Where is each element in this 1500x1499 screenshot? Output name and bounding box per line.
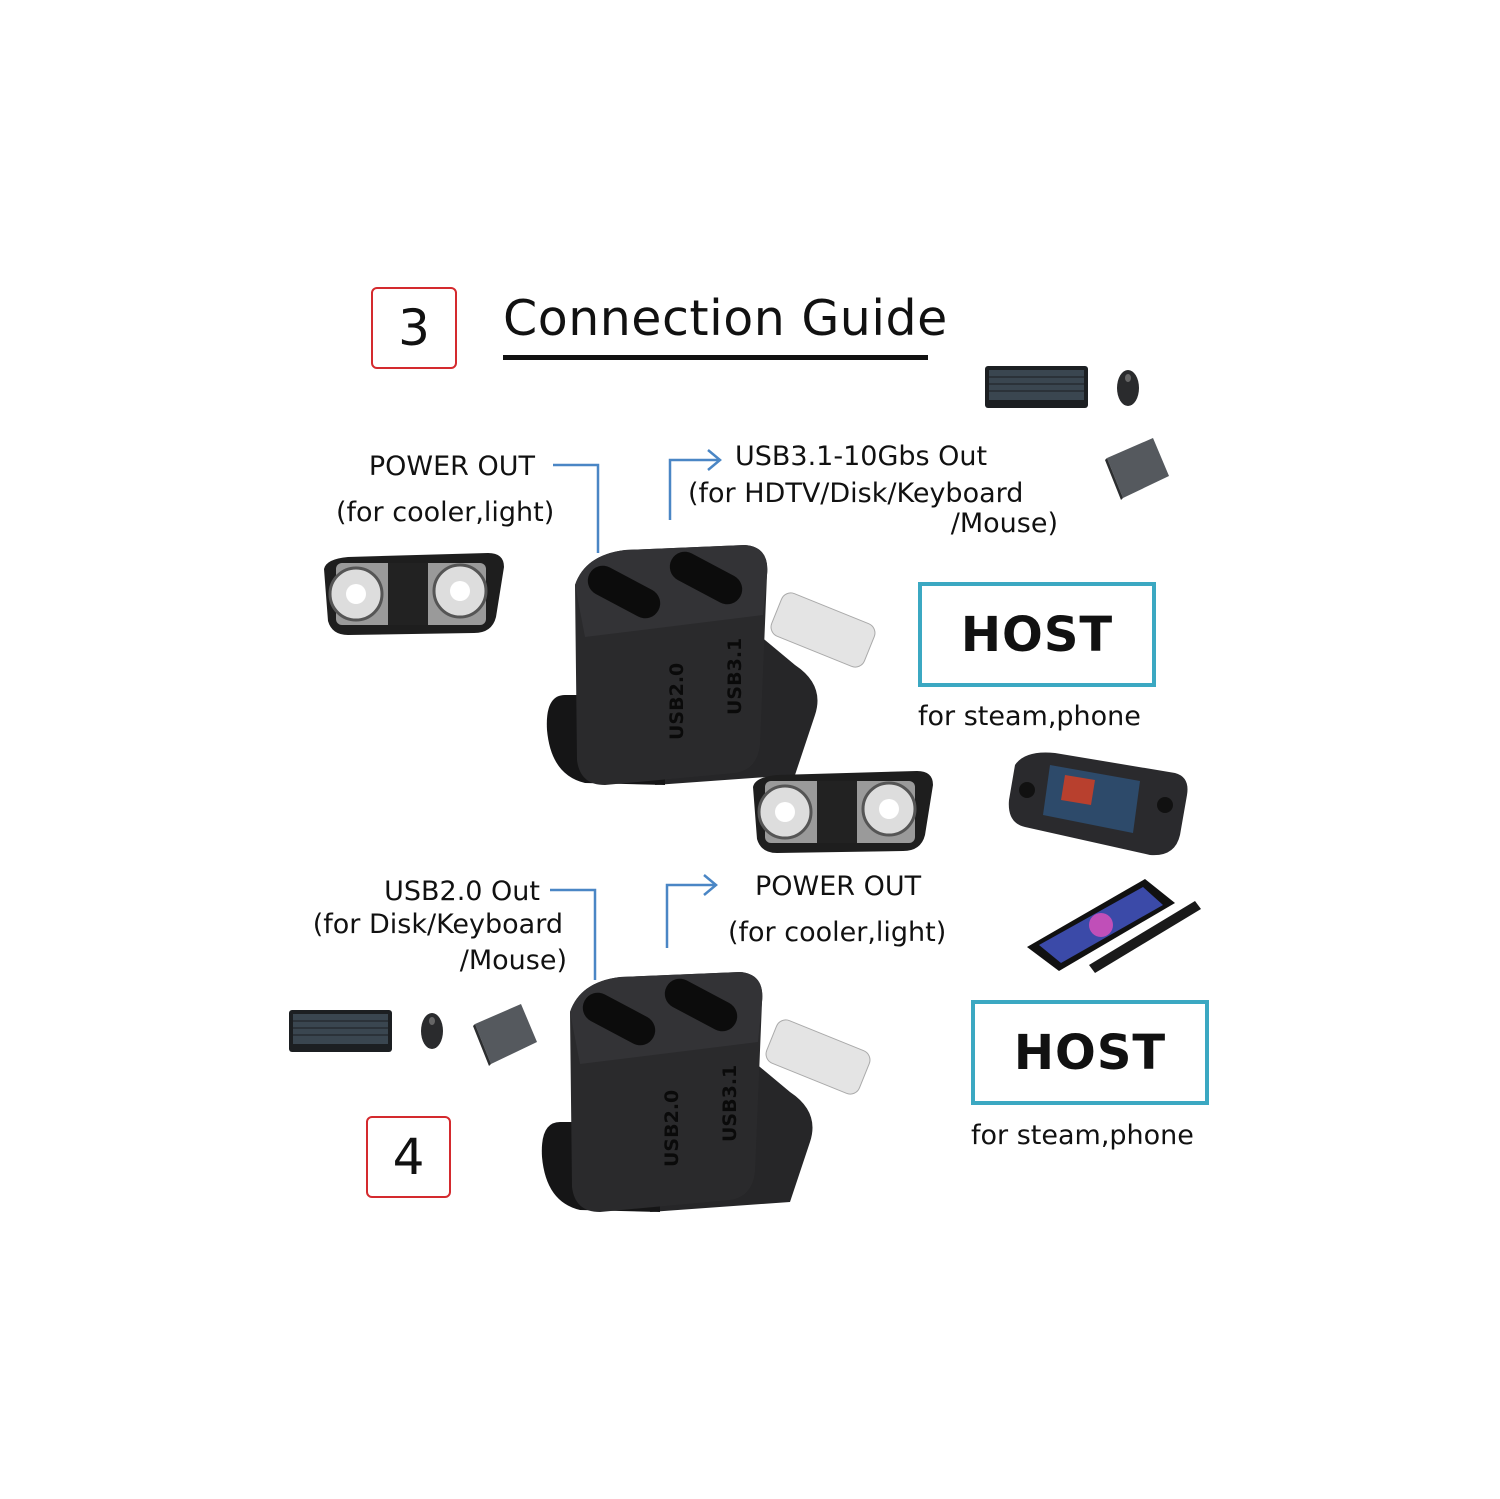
cooler-fan-icon [753,771,933,853]
keyboard-icon [985,366,1088,408]
mouse-icon [1117,370,1139,406]
usb31-out-sub2: /Mouse) [950,508,1058,539]
mouse-icon [421,1013,443,1049]
step-number-3: 3 [371,287,457,369]
power-out-sub: (for cooler,light) [336,497,555,528]
usb20-out-label: USB2.0 Out [384,876,540,907]
title-underline [503,355,928,360]
page-title: Connection Guide [503,290,948,347]
host-sub: for steam,phone [918,701,1141,732]
usb-c-adapter-icon: USB2.0 USB3.1 [541,972,871,1212]
usb31-out-sub: (for HDTV/Disk/Keyboard [688,478,1024,509]
host-box-2: HOST [971,1000,1209,1105]
port-label-usb20: USB2.0 [661,1090,683,1167]
host-sub-2: for steam,phone [971,1120,1194,1151]
step-number-4: 4 [366,1116,451,1198]
smartphone-icon [1027,879,1201,973]
power-out-label-2: POWER OUT [755,871,922,902]
port-label-usb31: USB3.1 [724,638,746,715]
usb-c-adapter-icon: USB2.0 USB3.1 [546,545,876,785]
usb20-out-sub: (for Disk/Keyboard [312,909,563,940]
keyboard-icon [289,1010,392,1052]
power-out-label: POWER OUT [368,451,535,482]
steam-deck-icon [1008,752,1188,856]
usb20-out-sub2: /Mouse) [459,945,567,976]
ssd-icon [473,1004,537,1066]
host-box: HOST [918,582,1156,687]
cooler-fan-icon [324,553,504,635]
port-label-usb31: USB3.1 [719,1065,741,1142]
power-out-sub-2: (for cooler,light) [728,917,947,948]
usb31-out-label: USB3.1-10Gbs Out [735,441,988,472]
port-label-usb20: USB2.0 [666,663,688,740]
ssd-icon [1105,438,1169,500]
